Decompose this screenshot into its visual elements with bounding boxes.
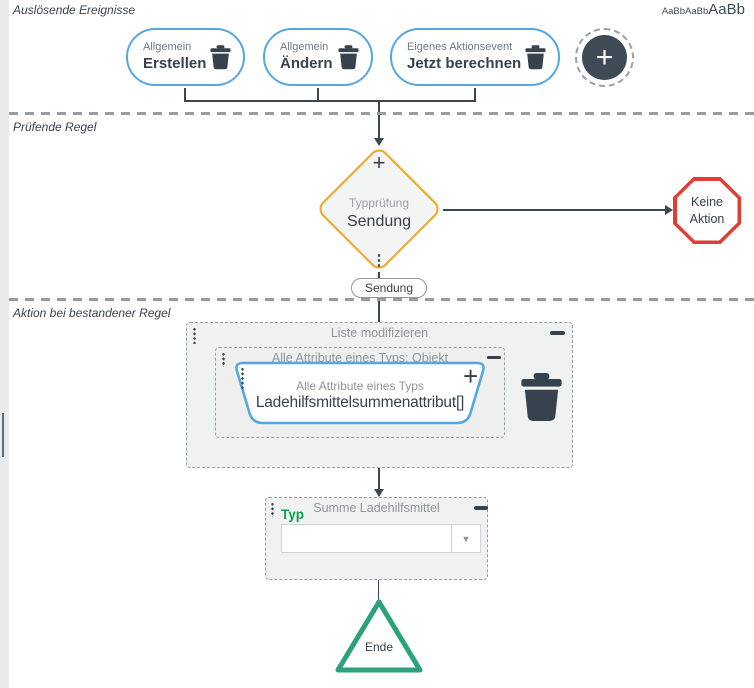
- rule-diamond-content: + Typprüfung Sendung ⋮: [309, 150, 449, 269]
- dropdown-arrow-icon[interactable]: ▼: [451, 525, 480, 552]
- arrowhead-icon: [374, 138, 384, 146]
- list-modify-title: Liste modifizieren: [330, 326, 429, 340]
- arrowhead-icon: [665, 205, 673, 215]
- trigger-name: Jetzt berechnen: [407, 54, 522, 72]
- plus-icon[interactable]: +: [582, 35, 627, 80]
- plus-icon[interactable]: +: [463, 361, 479, 391]
- section-title-action: Aktion bei bestandener Regel: [13, 306, 171, 320]
- trigger-node-jetzt-berechnen[interactable]: Eigenes Aktionsevent Jetzt berechnen: [390, 28, 560, 86]
- trapezoid-shape: [235, 361, 485, 425]
- trigger-name: Erstellen: [143, 54, 207, 72]
- sum-block-title: Summe Ladehilfsmittel: [313, 501, 440, 515]
- no-action-label-line1: Keine: [691, 195, 723, 210]
- connector-line: [184, 100, 476, 102]
- collapse-icon[interactable]: [487, 356, 501, 359]
- section-title-rule: Prüfende Regel: [13, 120, 97, 134]
- trash-icon[interactable]: [338, 44, 359, 70]
- trigger-category: Eigenes Aktionsevent: [407, 40, 513, 53]
- no-action-label-line2: Aktion: [689, 211, 725, 226]
- connector-line: [378, 452, 380, 490]
- drag-handle-icon[interactable]: [222, 352, 225, 367]
- text-caret: [2, 413, 4, 457]
- object-block-title: Alle Attribute eines Typs: Objekt: [271, 351, 449, 365]
- trigger-node-erstellen[interactable]: Allgemein Erstellen: [126, 28, 245, 86]
- trigger-name: Ändern: [280, 54, 333, 72]
- arrowhead-icon: [374, 489, 384, 497]
- no-action-node[interactable]: Keine Aktion: [673, 177, 741, 244]
- connector-line: [378, 100, 380, 138]
- font-preview-small: AaBbAaBb: [661, 6, 709, 17]
- connector-line: [317, 88, 319, 100]
- drag-handle-icon[interactable]: [193, 327, 196, 344]
- section-separator: [9, 112, 754, 115]
- type-select-input[interactable]: [282, 525, 451, 552]
- trapezoid-label: Alle Attribute eines Typs: [296, 379, 424, 393]
- end-node-label: Ende: [364, 640, 394, 654]
- rule-check-name: Sendung: [346, 212, 412, 230]
- trigger-category: Allgemein: [143, 40, 192, 53]
- more-options-icon[interactable]: ⋮: [371, 252, 387, 269]
- font-preview-large: AaBb: [708, 1, 745, 18]
- connector-line: [184, 88, 186, 100]
- drag-handle-icon[interactable]: [241, 367, 244, 389]
- sum-field-label: Typ: [281, 507, 304, 522]
- trash-icon[interactable]: [525, 44, 546, 70]
- end-triangle-shape: [335, 599, 423, 673]
- add-trigger-button[interactable]: +: [575, 28, 634, 87]
- trigger-category: Allgemein: [280, 40, 329, 53]
- rule-check-type: Typprüfung: [348, 196, 410, 211]
- left-gutter: [0, 0, 9, 688]
- trigger-node-aendern[interactable]: Allgemein Ändern: [263, 28, 373, 86]
- plus-icon[interactable]: +: [372, 150, 386, 175]
- section-separator: [9, 298, 754, 301]
- trapezoid-node[interactable]: [231, 361, 489, 425]
- collapse-icon[interactable]: [474, 506, 488, 510]
- trash-icon[interactable]: [210, 44, 231, 70]
- collapse-icon[interactable]: [550, 331, 565, 335]
- end-node[interactable]: [334, 598, 424, 674]
- trapezoid-value: Ladehilfsmittelsummenattribut[]: [255, 394, 465, 411]
- type-select[interactable]: ▼: [281, 524, 481, 553]
- connector-line: [474, 88, 476, 100]
- connector-line: [377, 580, 379, 601]
- connector-output-label: Sendung: [351, 278, 427, 298]
- connector-line: [378, 272, 380, 331]
- connector-line: [443, 209, 666, 211]
- trash-icon[interactable]: [520, 373, 563, 422]
- section-title-triggers: Auslösende Ereignisse: [13, 3, 136, 17]
- drag-handle-icon[interactable]: [271, 502, 274, 517]
